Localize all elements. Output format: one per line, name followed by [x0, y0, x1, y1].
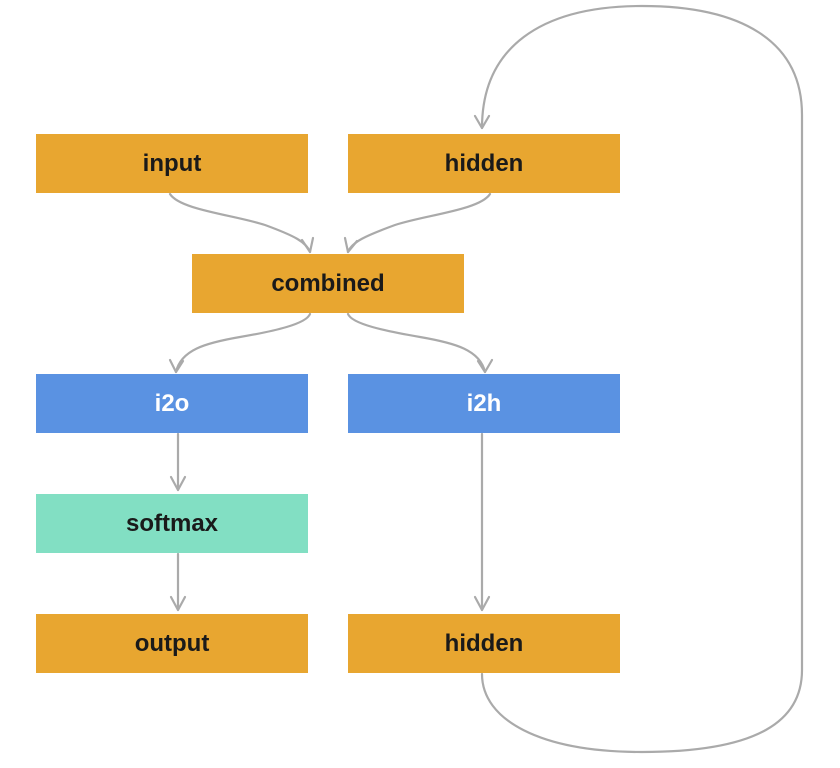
node-hidden-in-label: hidden [444, 149, 524, 177]
edge-hidden-to-combined [346, 192, 492, 254]
node-i2o-label: i2o [154, 389, 190, 417]
node-i2h: i2h [348, 374, 620, 433]
arrowhead-recurrent-loop [473, 114, 491, 130]
node-output-label: output [134, 629, 210, 657]
arrowhead-i2h-to-hidden-out [473, 595, 491, 612]
node-output: output [36, 614, 308, 673]
node-combined: combined [192, 254, 464, 313]
node-input: input [36, 134, 308, 193]
node-hidden-out: hidden [348, 614, 620, 673]
node-i2h-label: i2h [466, 389, 502, 417]
arrowhead-input-to-combined [300, 236, 315, 254]
node-combined-label: combined [271, 269, 385, 297]
node-i2o: i2o [36, 374, 308, 433]
node-hidden-out-label: hidden [444, 629, 524, 657]
arrowhead-i2o-to-softmax [169, 475, 187, 492]
arrowhead-combined-to-i2o [168, 358, 185, 374]
arrowhead-softmax-to-output [169, 595, 187, 612]
node-input-label: input [142, 149, 202, 177]
node-softmax: softmax [36, 494, 308, 553]
node-hidden-in: hidden [348, 134, 620, 193]
edge-recurrent-loop [480, 4, 804, 754]
node-softmax-label: softmax [125, 509, 219, 537]
arrowhead-hidden-to-combined [343, 236, 359, 254]
edge-combined-to-i2o [174, 312, 312, 374]
edge-combined-to-i2h [346, 312, 487, 374]
arrowhead-combined-to-i2h [476, 358, 494, 374]
edge-input-to-combined [168, 192, 312, 254]
